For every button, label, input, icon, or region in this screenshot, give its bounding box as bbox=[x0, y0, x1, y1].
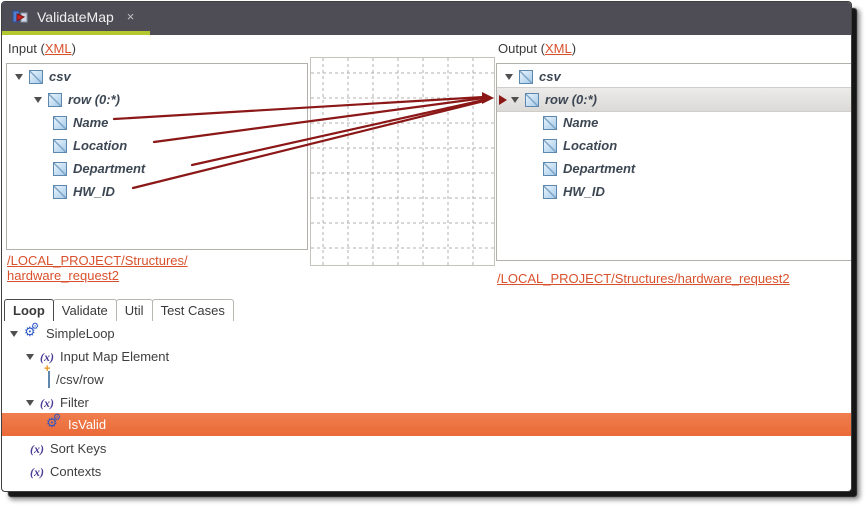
tree-row-label: csv bbox=[49, 69, 71, 84]
output-tree-panel: csv row (0:*) Name Location Department H… bbox=[496, 63, 851, 261]
tree-row-label: HW_ID bbox=[563, 184, 605, 199]
tab-validatemap[interactable]: ValidateMap × bbox=[2, 2, 144, 31]
tab-validate-label: Validate bbox=[61, 303, 108, 318]
active-tab-underline bbox=[2, 31, 150, 35]
tree-row-label: row (0:*) bbox=[68, 92, 120, 107]
input-panel-label: Input (XML) bbox=[8, 41, 76, 56]
input-row-department[interactable]: Department bbox=[7, 157, 307, 180]
tree-row-label: Name bbox=[563, 115, 599, 130]
chevron-down-icon[interactable] bbox=[26, 399, 34, 406]
chevron-down-icon[interactable] bbox=[34, 96, 42, 103]
input-label-prefix: Input ( bbox=[8, 41, 45, 56]
xml-element-icon bbox=[53, 115, 67, 130]
xml-element-icon bbox=[519, 69, 533, 84]
xml-element-icon bbox=[543, 138, 557, 153]
chevron-down-icon[interactable] bbox=[505, 73, 513, 80]
tree-row-label: Department bbox=[563, 161, 636, 176]
output-panel-label: Output (XML) bbox=[498, 41, 576, 56]
output-row-hwid[interactable]: HW_ID bbox=[497, 180, 851, 203]
gears-icon bbox=[46, 412, 62, 432]
editor-tab-bar: ValidateMap × bbox=[2, 2, 851, 35]
mapped-marker-icon bbox=[499, 94, 507, 105]
output-row-name[interactable]: Name bbox=[497, 111, 851, 134]
output-xml-link[interactable]: XML bbox=[544, 41, 572, 56]
loop-row-contexts[interactable]: Contexts bbox=[2, 460, 851, 483]
function-icon bbox=[30, 466, 44, 478]
tree-row-label: Location bbox=[73, 138, 128, 153]
loop-row-label: Contexts bbox=[50, 464, 102, 479]
function-icon bbox=[30, 443, 44, 455]
loop-row-isvalid-selected[interactable]: IsValid bbox=[2, 412, 851, 436]
bottom-tab-strip: Loop Validate Util Test Cases bbox=[4, 298, 234, 321]
chevron-down-icon[interactable] bbox=[10, 330, 18, 337]
tree-row-label: Location bbox=[563, 138, 618, 153]
loop-row-label: Filter bbox=[60, 395, 89, 410]
output-label-suffix: ) bbox=[571, 41, 577, 56]
xml-element-icon bbox=[48, 371, 50, 388]
xml-element-icon bbox=[543, 184, 557, 199]
input-tree-panel: csv row (0:*) Name Location Department H… bbox=[6, 63, 308, 250]
output-label-prefix: Output ( bbox=[498, 41, 545, 56]
output-structure-link-text[interactable]: /LOCAL_PROJECT/Structures/hardware_reque… bbox=[497, 271, 790, 286]
tab-test-cases[interactable]: Test Cases bbox=[151, 299, 234, 321]
close-icon[interactable]: × bbox=[126, 9, 135, 24]
tree-row-label: HW_ID bbox=[73, 184, 115, 199]
input-row-name[interactable]: Name bbox=[7, 111, 307, 134]
output-row-csv[interactable]: csv bbox=[497, 65, 851, 88]
loop-row-label: SimpleLoop bbox=[46, 326, 115, 341]
input-structure-link-line2[interactable]: hardware_request2 bbox=[7, 268, 120, 283]
mapping-canvas[interactable] bbox=[310, 57, 495, 266]
loop-row-label: /csv/row bbox=[56, 372, 104, 387]
input-structure-link[interactable]: /LOCAL_PROJECT/Structures/ hardware_requ… bbox=[7, 253, 237, 283]
xml-element-icon bbox=[543, 161, 557, 176]
tab-test-cases-label: Test Cases bbox=[160, 303, 225, 318]
tab-validate[interactable]: Validate bbox=[52, 299, 117, 321]
loop-row-filter[interactable]: Filter bbox=[2, 391, 851, 414]
loop-row-input-map-element[interactable]: Input Map Element bbox=[2, 345, 851, 368]
input-row-csv[interactable]: csv bbox=[7, 65, 307, 88]
xml-element-icon bbox=[53, 138, 67, 153]
loop-row-sort-keys[interactable]: Sort Keys bbox=[2, 437, 851, 460]
xml-element-icon bbox=[29, 69, 43, 84]
input-row-hwid[interactable]: HW_ID bbox=[7, 180, 307, 203]
input-label-suffix: ) bbox=[71, 41, 76, 56]
input-row-row[interactable]: row (0:*) bbox=[7, 88, 307, 111]
tab-title: ValidateMap bbox=[37, 8, 114, 25]
loop-row-csv-row[interactable]: /csv/row bbox=[2, 363, 851, 391]
chevron-down-icon[interactable] bbox=[511, 96, 519, 103]
tab-loop[interactable]: Loop bbox=[4, 299, 54, 321]
xml-element-icon bbox=[525, 92, 539, 107]
tree-row-label: row (0:*) bbox=[545, 92, 597, 107]
function-icon bbox=[40, 397, 54, 409]
xml-element-icon bbox=[53, 184, 67, 199]
xml-element-icon bbox=[543, 115, 557, 130]
tab-loop-label: Loop bbox=[13, 303, 45, 318]
new-element-badge bbox=[44, 363, 50, 388]
xml-element-icon bbox=[53, 161, 67, 176]
tree-row-label: csv bbox=[539, 69, 561, 84]
output-row-department[interactable]: Department bbox=[497, 157, 851, 180]
output-row-row-selected[interactable]: row (0:*) bbox=[497, 87, 851, 112]
function-icon bbox=[40, 351, 54, 363]
chevron-down-icon[interactable] bbox=[26, 353, 34, 360]
input-row-location[interactable]: Location bbox=[7, 134, 307, 157]
gears-icon bbox=[24, 321, 40, 341]
output-row-location[interactable]: Location bbox=[497, 134, 851, 157]
tree-row-label: Name bbox=[73, 115, 109, 130]
loop-row-label: Input Map Element bbox=[60, 349, 170, 364]
input-structure-link-line1[interactable]: /LOCAL_PROJECT/Structures/ bbox=[7, 253, 188, 268]
validatemap-window: ValidateMap × Input (XML) Output (XML) bbox=[1, 1, 852, 492]
loop-row-label: IsValid bbox=[68, 417, 107, 432]
loop-row-simpleloop[interactable]: SimpleLoop bbox=[2, 321, 851, 345]
input-xml-link[interactable]: XML bbox=[44, 41, 72, 56]
tab-util[interactable]: Util bbox=[115, 299, 153, 321]
loop-row-label: Sort Keys bbox=[50, 441, 107, 456]
mapper-icon bbox=[12, 9, 28, 25]
xml-element-icon bbox=[48, 92, 62, 107]
grid-pattern bbox=[311, 58, 494, 265]
tree-row-label: Department bbox=[73, 161, 146, 176]
output-structure-link[interactable]: /LOCAL_PROJECT/Structures/hardware_reque… bbox=[497, 271, 790, 286]
tab-util-label: Util bbox=[124, 303, 144, 318]
chevron-down-icon[interactable] bbox=[15, 73, 23, 80]
